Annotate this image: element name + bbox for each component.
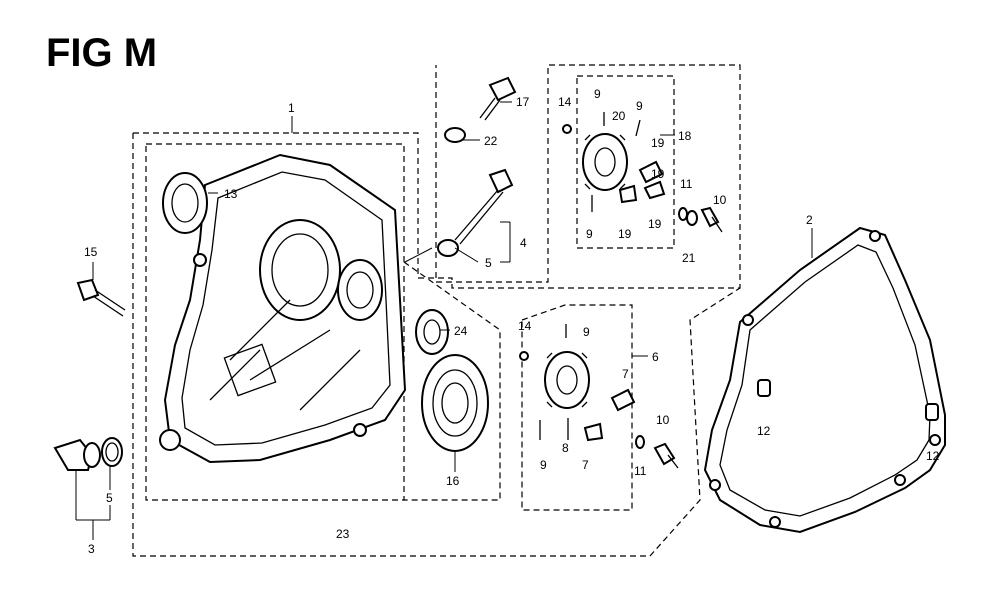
figure-title: FIG M	[46, 31, 157, 75]
inner-dashed-boundary-left	[145, 143, 405, 501]
callout-9-c: 9	[586, 227, 593, 241]
callout-19-b: 19	[651, 167, 665, 181]
bearing-large	[421, 354, 489, 452]
callout-3: 3	[88, 542, 95, 556]
callout-14-upper: 14	[558, 95, 572, 109]
callout-5-cap: 5	[106, 491, 113, 505]
upper-washer-bolt	[678, 206, 723, 233]
callout-8: 8	[562, 441, 569, 455]
dowel-pin-left	[757, 379, 771, 397]
callouts: 1 2 3 4 5 5 6 7 7 8 9 9 9 9 9 10 10 11 1…	[84, 87, 940, 556]
leader-lines	[75, 101, 813, 540]
callout-23: 23	[336, 527, 350, 541]
callout-4: 4	[520, 236, 527, 250]
callout-18: 18	[678, 129, 692, 143]
callout-7-upper: 7	[622, 367, 629, 381]
callout-9-e: 9	[540, 458, 547, 472]
callout-9-a: 9	[594, 87, 601, 101]
callout-2: 2	[806, 213, 813, 227]
callout-9-b: 9	[636, 99, 643, 113]
lower-gear-dashed-box	[521, 304, 633, 511]
breather-valve	[444, 76, 517, 143]
bearing-small	[415, 309, 449, 355]
pump-gear-dashed-box	[576, 75, 675, 249]
callout-21: 21	[682, 251, 696, 265]
callout-6: 6	[652, 350, 659, 364]
dowel-pin-right	[925, 403, 939, 421]
callout-5-dipstick: 5	[485, 256, 492, 270]
callout-1: 1	[288, 101, 295, 115]
inner-dashed-boundary-bearings	[403, 261, 501, 501]
oil-filler-cap	[53, 437, 123, 471]
callout-19-d: 19	[648, 217, 662, 231]
callout-19-c: 19	[618, 227, 632, 241]
outer-dashed-boundary-bottom	[132, 133, 741, 557]
oil-level-gauge	[437, 168, 514, 257]
flange-bolt	[76, 278, 126, 317]
callout-13: 13	[224, 187, 238, 201]
callout-12-right: 12	[926, 449, 940, 463]
gasket	[703, 226, 946, 534]
callout-9-d: 9	[583, 325, 590, 339]
callout-10-lower: 10	[656, 413, 670, 427]
callout-16: 16	[446, 474, 460, 488]
governor-gear-assembly	[562, 112, 666, 212]
callout-7-lower: 7	[582, 458, 589, 472]
crankcase-cover	[159, 153, 407, 464]
callout-22: 22	[484, 134, 498, 148]
group-boundaries	[132, 64, 741, 557]
callout-11-lower: 11	[634, 464, 647, 478]
lower-gear-assembly	[519, 324, 636, 442]
callout-10-upper: 10	[713, 193, 727, 207]
callout-15: 15	[84, 245, 98, 259]
oil-seal	[162, 172, 208, 234]
callout-12-left: 12	[757, 424, 771, 438]
callout-24: 24	[454, 324, 468, 338]
callout-20: 20	[612, 109, 626, 123]
callout-19-a: 19	[651, 136, 665, 150]
lower-washer-bolt	[635, 435, 679, 469]
callout-17: 17	[516, 95, 530, 109]
callout-11-upper: 11	[680, 177, 693, 191]
callout-14-lower: 14	[518, 319, 532, 333]
